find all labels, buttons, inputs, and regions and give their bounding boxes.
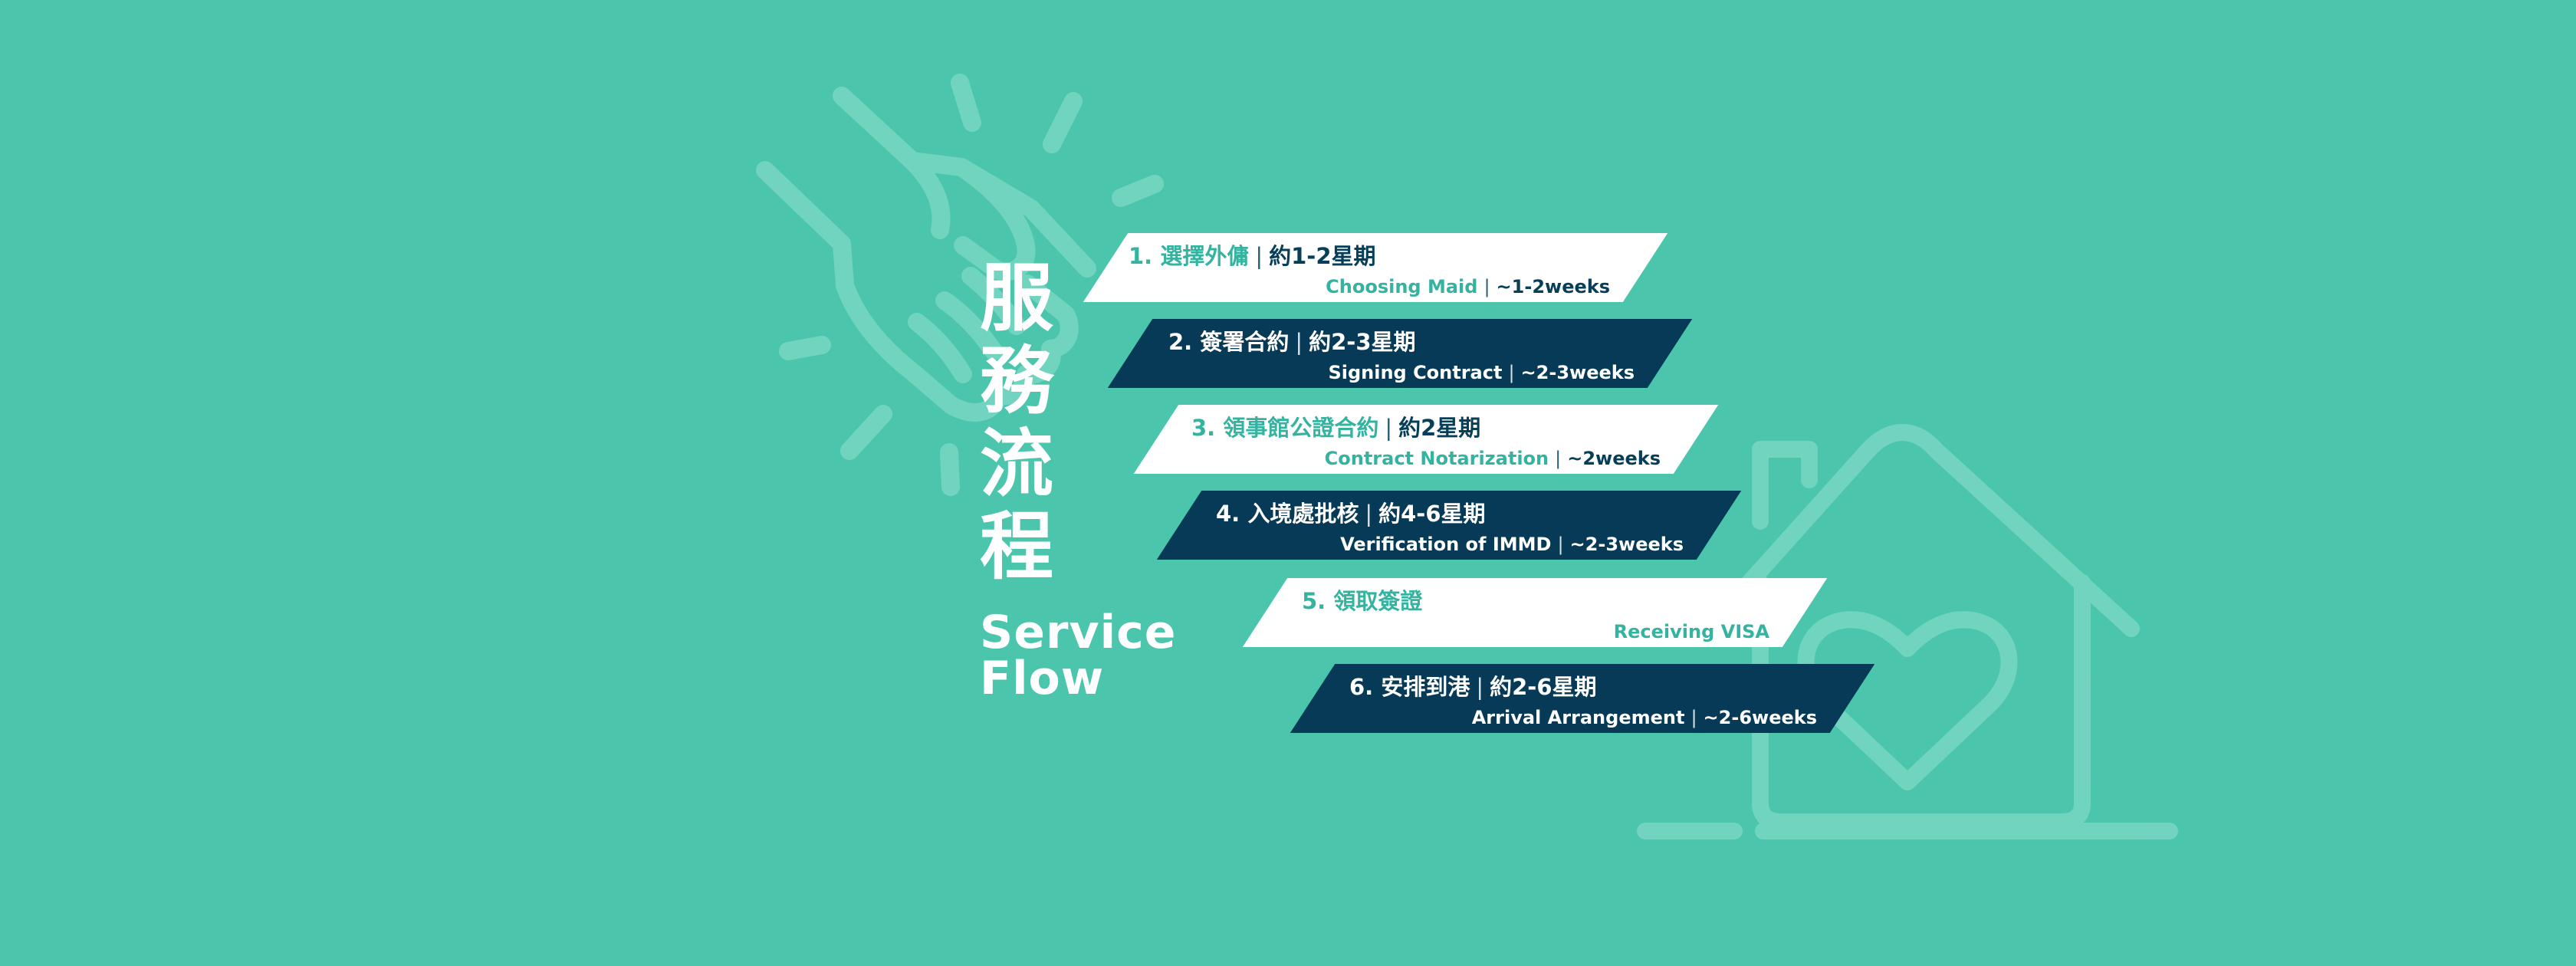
separator: | [1365,501,1373,527]
step-en-duration: ~2-3weeks [1520,362,1635,383]
step-number: 6. [1349,674,1374,700]
step-en-line: Contract Notarization |~2weeks [1325,447,1661,470]
step-zh-line: 4. 入境處批核|約4-6星期 [1216,500,1486,527]
title-block: 服 務 流 程 Service Flow [980,257,1176,702]
step-en-duration: ~2weeks [1567,448,1661,469]
step-6: 6. 安排到港|約2-6星期 Arrival Arrangement|~2-6w… [1290,664,1875,733]
step-zh-duration: 約1-2星期 [1269,243,1376,269]
step-zh-line: 2. 簽署合約|約2-3星期 [1168,328,1416,356]
step-5: 5. 領取簽證 Receiving VISA [1242,578,1828,647]
title-zh: 服 務 流 程 [980,257,1176,588]
step-number: 1. [1129,243,1153,269]
step-en-line: Verification of IMMD|~2-3weeks [1340,533,1684,556]
step-zh-line: 1. 選擇外傭|約1-2星期 [1129,242,1376,270]
step-en-line: Signing Contract|~2-3weeks [1328,361,1635,384]
separator: | [1476,674,1484,700]
step-en-duration: ~2-6weeks [1703,707,1817,728]
step-zh-duration: 約2-3星期 [1309,329,1416,355]
step-zh-name: 入境處批核 [1247,501,1359,527]
separator: | [1555,448,1562,469]
title-zh-char: 程 [980,504,1053,590]
title-zh-char: 流 [980,421,1053,507]
step-number: 4. [1216,501,1240,527]
step-zh-name: 領取簽證 [1333,588,1423,614]
step-number: 3. [1191,415,1216,441]
step-en-duration: ~1-2weeks [1496,276,1610,297]
step-zh-name: 安排到港 [1381,674,1470,700]
separator: | [1508,362,1515,383]
step-zh-line: 5. 領取簽證 [1302,587,1422,615]
step-en-name: Choosing Maid [1326,276,1478,297]
step-zh-duration: 約2星期 [1398,415,1481,441]
title-en-line1: Service [980,606,1177,659]
step-zh-duration: 約2-6星期 [1490,674,1597,700]
step-zh-line: 6. 安排到港|約2-6星期 [1349,673,1597,701]
step-en-line: Choosing Maid | ~1-2weeks [1326,275,1610,298]
step-number: 5. [1302,588,1326,614]
step-4: 4. 入境處批核|約4-6星期 Verification of IMMD|~2-… [1156,491,1742,560]
separator: | [1484,276,1490,297]
step-en-name: Verification of IMMD [1340,534,1552,555]
step-1: 1. 選擇外傭|約1-2星期 Choosing Maid|~1-2weeks [1083,233,1668,302]
step-zh-name: 簽署合約 [1200,329,1290,355]
step-en-name: Receiving VISA [1613,621,1769,642]
step-en-line: Receiving VISA [1614,620,1769,643]
title-en-line2: Flow [980,652,1105,705]
step-zh-name: 選擇外傭 [1160,243,1250,269]
title-en: Service Flow [980,610,1176,702]
title-zh-char: 務 [980,338,1053,424]
step-en-name: Contract Notarization [1324,448,1549,469]
step-zh-duration: 約4-6星期 [1378,501,1486,527]
separator: | [1255,243,1263,269]
step-zh-name: 領事館公證合約 [1223,415,1379,441]
step-2: 2. 簽署合約|約2-3星期 Signing Contract|~2-3week… [1107,319,1693,388]
step-en-name: Arrival Arrangement [1471,707,1685,728]
title-zh-char: 服 [980,255,1053,341]
step-en-line: Arrival Arrangement | ~2-6weeks [1472,706,1817,729]
separator: | [1691,707,1697,728]
step-number: 2. [1168,329,1193,355]
separator: | [1557,534,1564,555]
step-3: 3. 領事館公證合約|約2星期 Contract Notarization|~2… [1133,405,1719,474]
step-en-duration: ~2-3weeks [1569,534,1684,555]
step-en-name: Signing Contract [1328,362,1503,383]
step-zh-line: 3. 領事館公證合約|約2星期 [1191,414,1480,442]
separator: | [1295,329,1303,355]
separator: | [1385,415,1393,441]
